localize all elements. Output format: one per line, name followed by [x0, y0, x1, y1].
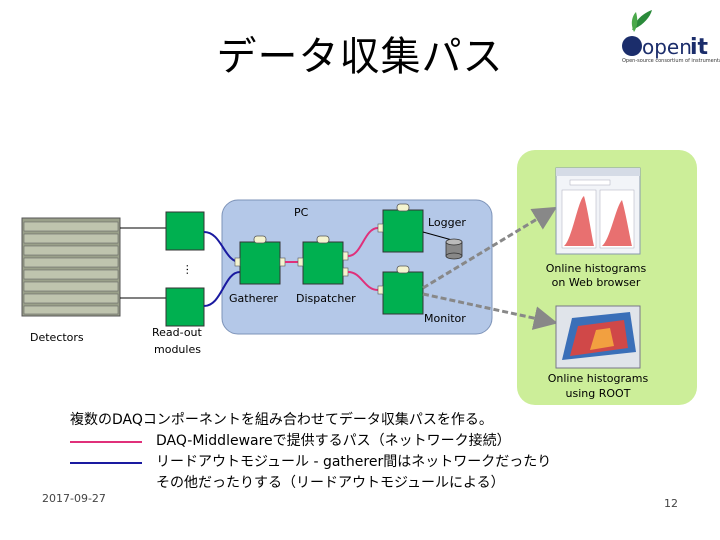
- web-histogram-label-line2: on Web browser: [552, 276, 641, 289]
- legend-row-pink: DAQ-Middlewareで提供するパス（ネットワーク接続）: [70, 431, 630, 452]
- page-title: データ収集パス: [216, 34, 504, 80]
- web-histogram-label-line1: Online histograms: [546, 262, 647, 275]
- logger-component: [382, 209, 424, 253]
- legend-intro: 複数のDAQコンポーネントを組み合わせてデータ収集パスを作る。: [70, 412, 493, 428]
- root-histogram-screenshot: [555, 305, 641, 369]
- gatherer-component: [239, 241, 281, 285]
- monitor-component: [382, 271, 424, 315]
- readout-ellipsis: …: [178, 264, 191, 275]
- arrow-to-root: [422, 292, 558, 330]
- svg-text:it: it: [690, 35, 709, 60]
- logo-tagline: Open-source consortium of instrumentatio…: [622, 58, 720, 64]
- footer-date: 2017-09-27: [42, 492, 106, 505]
- readout-module-bottom: [165, 287, 205, 327]
- dispatcher-label: Dispatcher: [296, 292, 356, 305]
- gatherer-label: Gatherer: [229, 292, 278, 305]
- pc-box: [221, 199, 493, 335]
- web-histogram-screenshot: [555, 167, 641, 255]
- legend: 複数のDAQコンポーネントを組み合わせてデータ収集パスを作る。 DAQ-Midd…: [70, 410, 630, 494]
- arrow-to-web: [422, 206, 558, 290]
- blue-link-bottom: [203, 271, 241, 307]
- root-histogram-label-line2: using ROOT: [566, 387, 631, 400]
- pink-link-logger: [347, 227, 379, 257]
- disk-icon: [445, 238, 463, 260]
- pink-link-monitor: [347, 271, 379, 291]
- pink-line-swatch: [70, 440, 142, 443]
- readout-label-line2: modules: [154, 343, 201, 356]
- svg-text:open: open: [642, 35, 692, 59]
- readout-label-line1: Read-out: [152, 326, 203, 339]
- detector-stack: [21, 217, 121, 317]
- root-histogram-label-line1: Online histograms: [548, 372, 649, 385]
- globe-icon: [622, 36, 642, 56]
- blue-line-swatch: [70, 461, 142, 464]
- legend-pink-text: DAQ-Middlewareで提供するパス（ネットワーク接続）: [156, 433, 511, 449]
- logger-label: Logger: [428, 216, 466, 229]
- page-number: 12: [664, 497, 678, 510]
- dispatcher-component: [302, 241, 344, 285]
- readout-module-top: [165, 211, 205, 251]
- legend-blue-continued: その他だったりする（リードアウトモジュールによる）: [156, 475, 505, 491]
- leaf-icon: [631, 10, 652, 32]
- legend-blue-text: リードアウトモジュール - gatherer間はネットワークだったり: [156, 454, 552, 470]
- monitor-label: Monitor: [424, 312, 466, 325]
- legend-row-blue: リードアウトモジュール - gatherer間はネットワークだったり: [70, 452, 630, 473]
- openit-logo: open it: [612, 8, 716, 68]
- detectors-label: Detectors: [30, 331, 84, 344]
- pc-label: PC: [294, 206, 309, 219]
